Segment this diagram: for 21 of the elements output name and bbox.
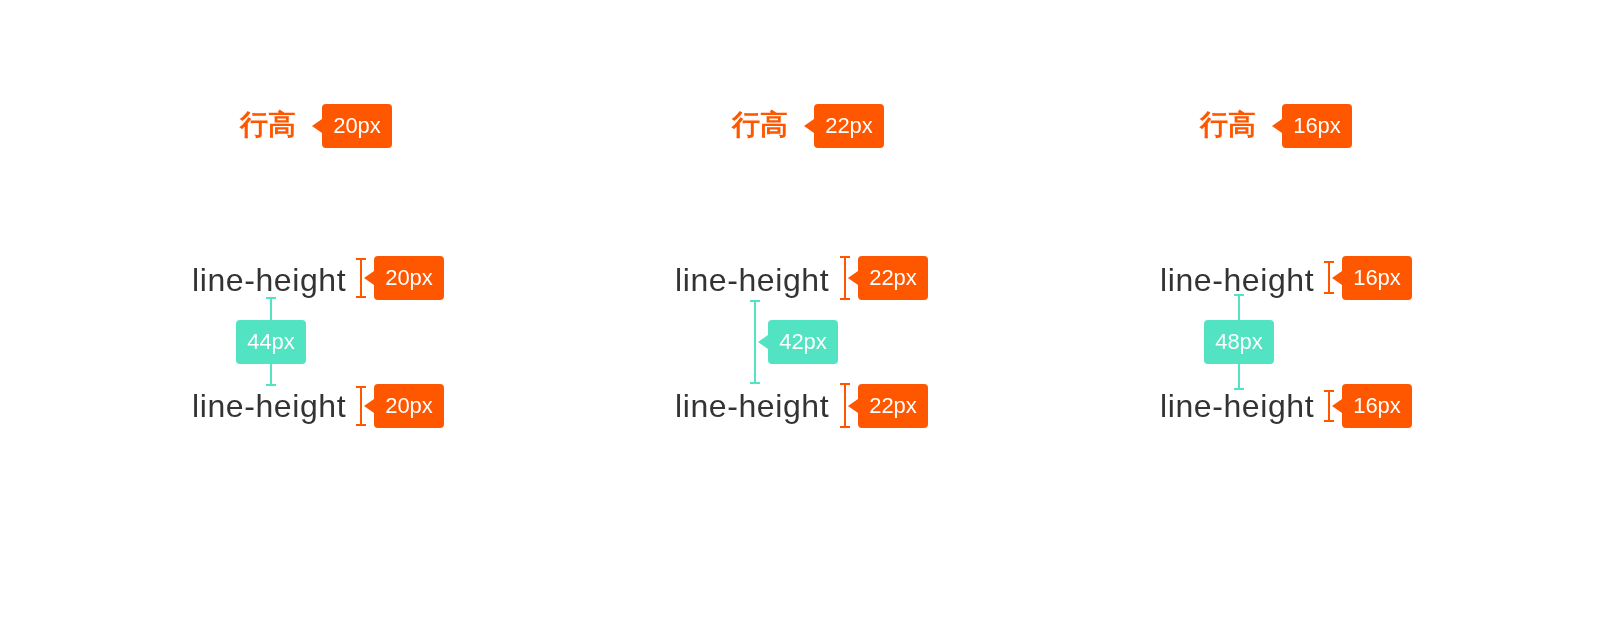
- measurement-tag: 22px: [848, 256, 928, 300]
- heading: 行高: [1200, 108, 1256, 142]
- measurement-tag: 42px: [758, 320, 838, 364]
- sample-text: line-height: [675, 261, 830, 300]
- measurement-tag: 22px: [804, 104, 884, 148]
- measurement-tag: 20px: [364, 256, 444, 300]
- measurement-tag: 16px: [1272, 104, 1352, 148]
- measurement-tag: 44px: [236, 320, 306, 364]
- measurement-tag: 16px: [1332, 256, 1412, 300]
- heading: 行高: [732, 108, 788, 142]
- measurement-tag: 16px: [1332, 384, 1412, 428]
- sample-text: line-height: [192, 387, 347, 426]
- measurement-tag: 22px: [848, 384, 928, 428]
- measurement-tag: 48px: [1204, 320, 1274, 364]
- measurement-tag: 20px: [364, 384, 444, 428]
- sample-text: line-height: [1160, 387, 1315, 426]
- heading: 行高: [240, 108, 296, 142]
- sample-text: line-height: [192, 261, 347, 300]
- measurement-tag: 20px: [312, 104, 392, 148]
- sample-text: line-height: [675, 387, 830, 426]
- sample-text: line-height: [1160, 261, 1315, 300]
